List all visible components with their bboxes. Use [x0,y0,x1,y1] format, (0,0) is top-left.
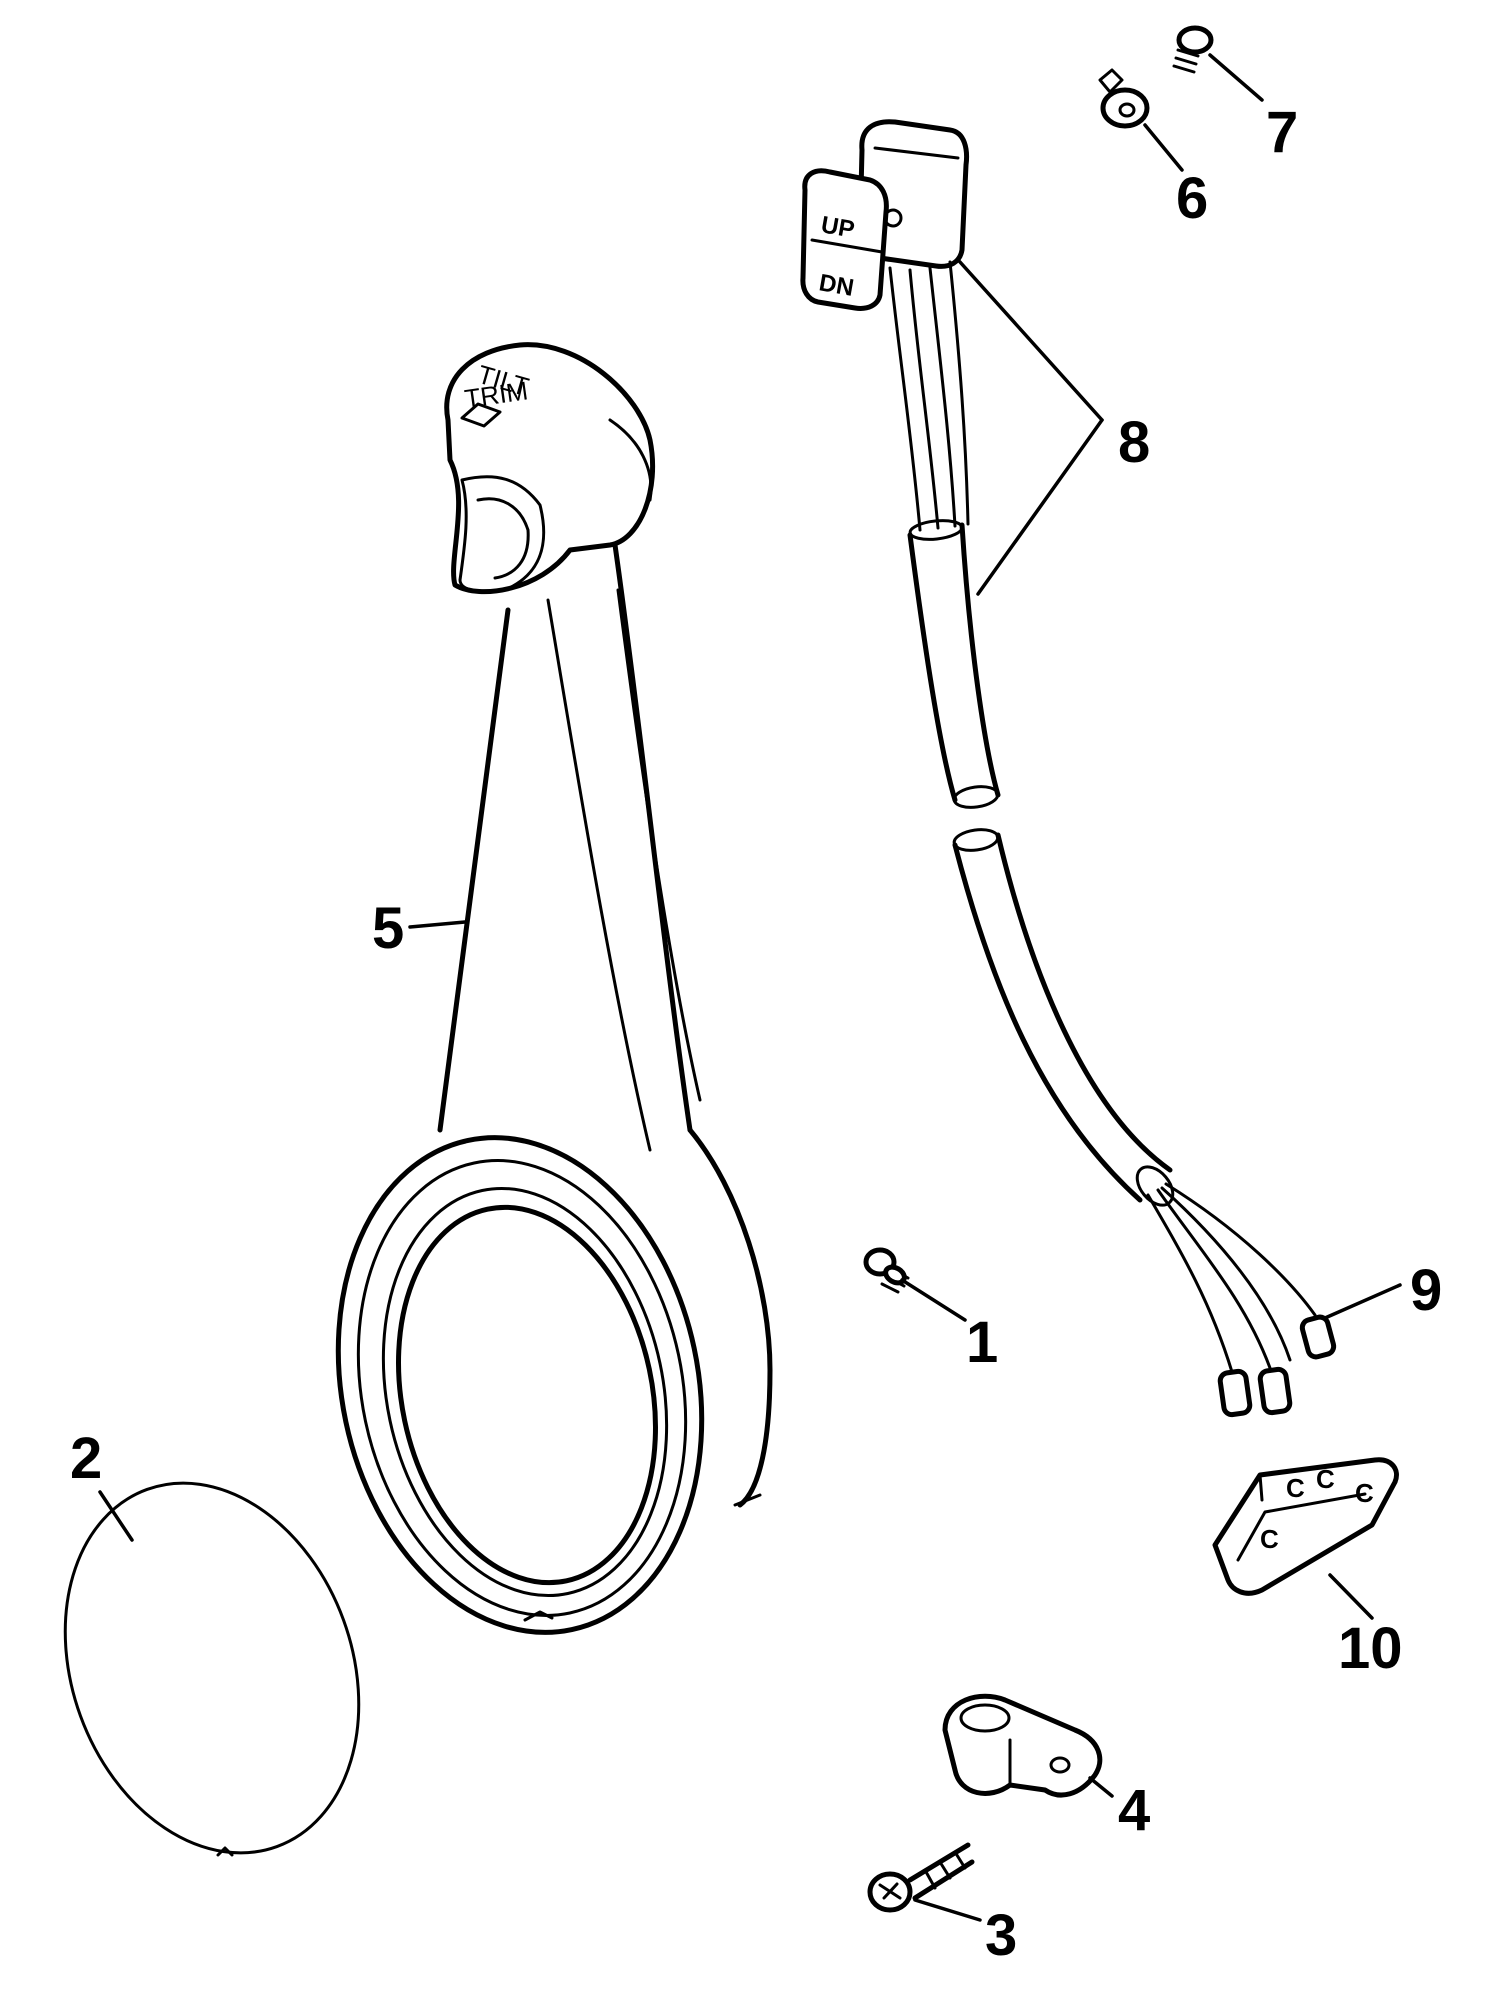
leader-1 [900,1278,967,1322]
connector-mark-2: C [1316,1464,1335,1494]
leader-9 [1323,1283,1402,1320]
control-handle-part: TILT TRIM [335,342,773,1635]
callout-10: 10 [1338,1616,1403,1681]
callout-7: 7 [1266,100,1298,165]
callout-2: 2 [70,1426,102,1491]
leader-7 [1208,53,1264,102]
washer-part [1098,68,1150,129]
screw-small-part [863,1247,910,1294]
callout-1: 1 [966,1310,998,1375]
leader-3 [913,1898,982,1922]
callout-numbers: 1 2 3 4 5 6 7 8 9 10 [70,100,1442,1968]
clamp-part [942,1693,1103,1798]
leader-4 [1088,1776,1114,1798]
leader-5 [408,920,467,929]
leader-8a [958,260,1104,422]
connector-part: C C C C [1212,1457,1399,1596]
connector-mark-3: C [1355,1478,1374,1508]
leader-2 [98,1490,134,1542]
leader-6 [1143,123,1184,172]
lens-part [63,1481,361,1857]
screw-top-part [1172,25,1214,74]
wire-terminals-part [1146,1182,1337,1418]
leader-10 [1328,1573,1374,1620]
callout-9: 9 [1410,1258,1442,1323]
callout-6: 6 [1176,166,1208,231]
leader-8b [976,418,1104,596]
connector-mark-1: C [1286,1473,1305,1503]
switch-down-label: DN [817,269,856,302]
leader-lines [98,53,1402,1922]
callout-5: 5 [372,896,404,961]
wood-screw-part [867,1842,975,1913]
connector-mark-4: C [1260,1524,1279,1554]
callout-4: 4 [1118,1778,1150,1843]
trim-switch-harness-part: UP DN [800,119,1175,1207]
switch-up-label: UP [819,211,857,243]
callout-8: 8 [1118,410,1150,475]
callout-3: 3 [985,1903,1017,1968]
